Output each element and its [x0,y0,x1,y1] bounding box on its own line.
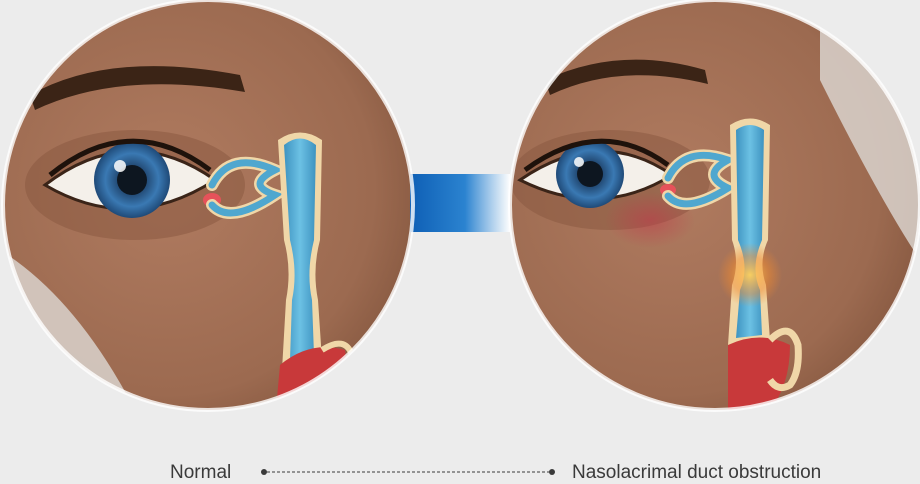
normal-label: Normal [170,462,232,483]
label-connector [261,469,555,475]
eyebrow [30,66,245,110]
obstruction-glow [718,243,782,307]
eyebrow-right [545,59,708,95]
obstruction-label: Nasolacrimal duct obstruction [572,462,822,483]
normal-panel [3,0,413,410]
gradient-arrow-icon [410,174,510,232]
nasal-cavity-right [728,337,790,410]
